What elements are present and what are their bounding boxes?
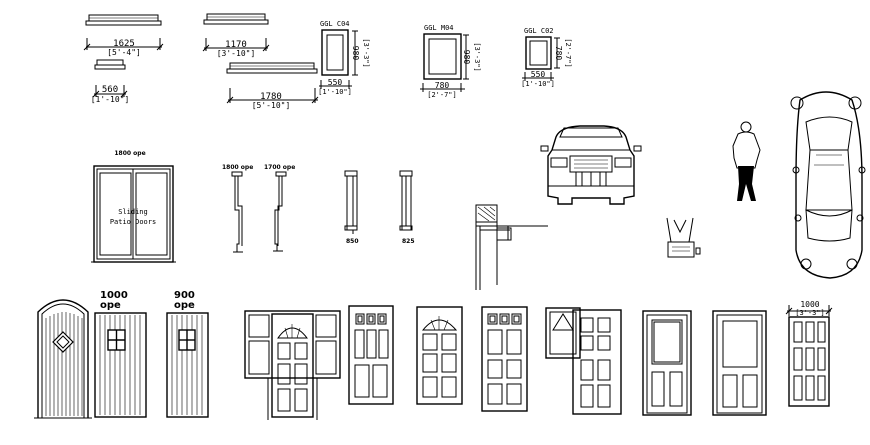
door-1000-ope: 1000 ope <box>94 290 147 418</box>
window-ggl-c04-title: GGL C04 <box>320 20 350 28</box>
door-1000-dimensioned: 1000 [3'-3"] <box>785 300 833 407</box>
door-900-ope: ope <box>174 300 195 311</box>
door-panelled <box>481 306 528 412</box>
window-ggl-m04-width-imperial: [2'-7"] <box>427 91 457 99</box>
wall-section-detail <box>475 204 548 290</box>
window-ggl-c02-width-imperial: [1'-10"] <box>521 80 555 88</box>
window-ggl-c04-width-imperial: [1'-10"] <box>318 88 352 96</box>
door-1000-width: 1000 <box>100 290 128 301</box>
door-arched-diamond <box>34 299 92 419</box>
window-ggl-c02: GGL C02 780 [2'-7"] 550 [1'-10"] <box>521 27 572 88</box>
window-ggl-m04-height-imperial: [3'-3"] <box>473 42 481 72</box>
window-560-dim-imperial: [1'-10"] <box>91 95 130 104</box>
door-section-850: 850 <box>344 170 359 245</box>
section-850-label: 850 <box>346 238 359 245</box>
window-ggl-c02-height-imperial: [2'-7"] <box>564 38 572 68</box>
window-1780: 1780 [5'-10"] <box>226 62 319 110</box>
section-825-label: 825 <box>402 238 415 245</box>
door-900-width: 900 <box>174 290 195 301</box>
window-560: 560 [1'-10"] <box>91 59 130 104</box>
window-ggl-c02-height: 780 <box>554 46 563 61</box>
window-1170-dim: 1170 <box>225 40 247 50</box>
person-silhouette <box>732 121 761 201</box>
window-1780-dim: 1780 <box>260 92 282 102</box>
window-1170-dim-imperial: [3'-10"] <box>217 49 256 58</box>
window-ggl-c04: GGL C04 980 [3'-3"] 550 [1'-10"] <box>318 20 370 96</box>
car-front-elevation <box>540 125 642 205</box>
door-1000-ope: ope <box>100 300 121 311</box>
sliding-doors-label-1: Sliding <box>118 208 148 216</box>
window-ggl-m04-width: 780 <box>435 81 450 90</box>
door-1000-dim-imperial: [3'-3"] <box>795 309 825 317</box>
window-ggl-m04-title: GGL M04 <box>424 24 454 32</box>
window-1625-dim: 1625 <box>113 39 135 49</box>
door-1000-dim: 1000 <box>800 300 819 309</box>
window-ggl-c04-width: 550 <box>328 78 343 87</box>
door-900-ope: 900 ope <box>166 290 209 418</box>
boiler-appliance <box>666 217 701 258</box>
door-section-825: 825 <box>399 170 415 245</box>
door-glazed-2 <box>712 310 767 416</box>
car-top-view <box>790 91 866 279</box>
door-with-sidelights <box>244 310 341 420</box>
section-1800-label: 1800 ope <box>222 164 253 171</box>
window-1170: 1170 [3'-10"] <box>202 13 270 58</box>
door-six-panel-toplights <box>348 305 394 405</box>
sliding-doors-opening: 1800 ope <box>114 150 145 157</box>
window-ggl-c02-width: 550 <box>531 70 546 79</box>
window-ggl-m04: GGL M04 980 [3'-3"] 780 [2'-7"] <box>420 24 481 99</box>
window-ggl-m04-height: 980 <box>462 50 471 65</box>
window-1780-dim-imperial: [5'-10"] <box>252 101 291 110</box>
window-ggl-c04-height-imperial: [3'-3"] <box>362 38 370 68</box>
door-glazed-1 <box>642 310 692 416</box>
window-560-dim: 560 <box>102 85 118 95</box>
section-1700-label: 1700 ope <box>264 164 295 171</box>
window-1625: 1625 [5'-4"] <box>83 14 164 57</box>
window-ggl-c04-height: 980 <box>351 46 360 61</box>
window-ggl-c02-title: GGL C02 <box>524 27 554 35</box>
door-with-triangle-light <box>545 307 622 415</box>
door-section-1800: 1800 ope <box>222 164 253 253</box>
sliding-doors-label-2: Patio Doors <box>110 218 156 226</box>
door-section-1700: 1700 ope <box>264 164 295 252</box>
window-1625-dim-imperial: [5'-4"] <box>107 48 141 57</box>
sliding-patio-doors: 1800 ope Sliding Patio Doors <box>91 150 176 263</box>
door-fanlight <box>416 306 463 405</box>
